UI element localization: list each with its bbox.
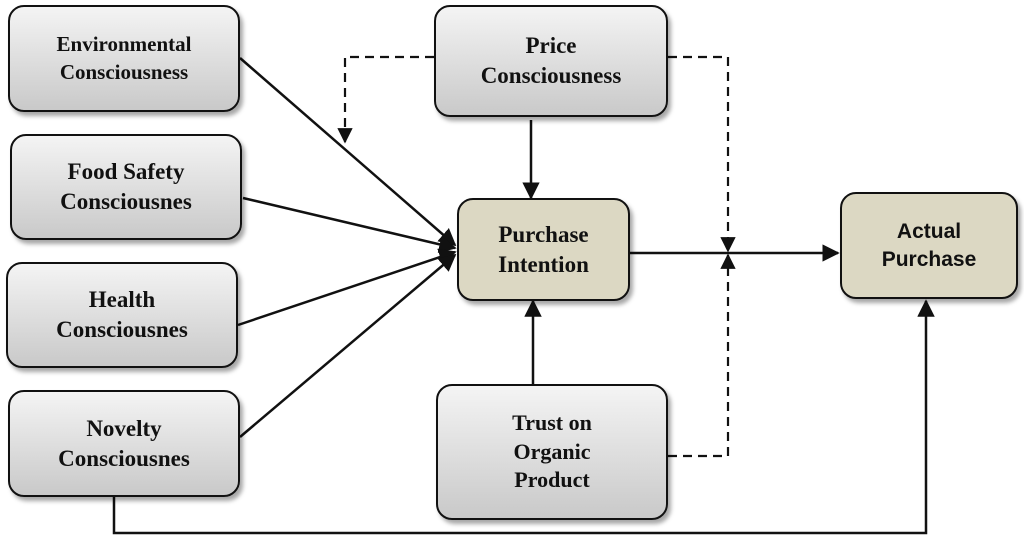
- moderator-trust-to-intention-path: [668, 253, 736, 458]
- node-label: Health Consciousnes: [56, 287, 188, 342]
- moderator-price-to-intention-path: [668, 55, 736, 253]
- node-label: Price Consciousness: [480, 33, 622, 88]
- node-food-safety-consciousness: Food Safety Consciousnes: [10, 134, 242, 240]
- node-label: Environmental Consciousness: [56, 32, 192, 84]
- edge-environmental-to-intention: [239, 57, 457, 247]
- edge-health-to-intention: [237, 248, 457, 327]
- edge-foodsafety-to-intention: [242, 196, 457, 253]
- edge-novelty-to-actual: [112, 299, 935, 535]
- node-label: Novelty Consciousnes: [58, 415, 190, 471]
- edge-novelty-to-intention: [239, 253, 457, 438]
- moderator-price-to-environmental-path: [337, 55, 434, 144]
- node-environmental-consciousness: Environmental Consciousness: [8, 5, 240, 112]
- node-purchase-intention: Purchase Intention: [457, 198, 630, 301]
- node-label: Actual Purchase: [881, 220, 977, 271]
- node-novelty-consciousness: Novelty Consciousnes: [8, 390, 240, 497]
- node-actual-purchase: Actual Purchase: [840, 192, 1018, 299]
- node-trust-on-organic-product: Trust on Organic Product: [436, 384, 668, 520]
- node-price-consciousness: Price Consciousness: [434, 5, 668, 117]
- node-label: Trust on Organic Product: [512, 410, 592, 493]
- node-health-consciousness: Health Consciousnes: [6, 262, 238, 368]
- node-label: Purchase Intention: [498, 221, 589, 277]
- node-label: Food Safety Consciousnes: [60, 159, 192, 214]
